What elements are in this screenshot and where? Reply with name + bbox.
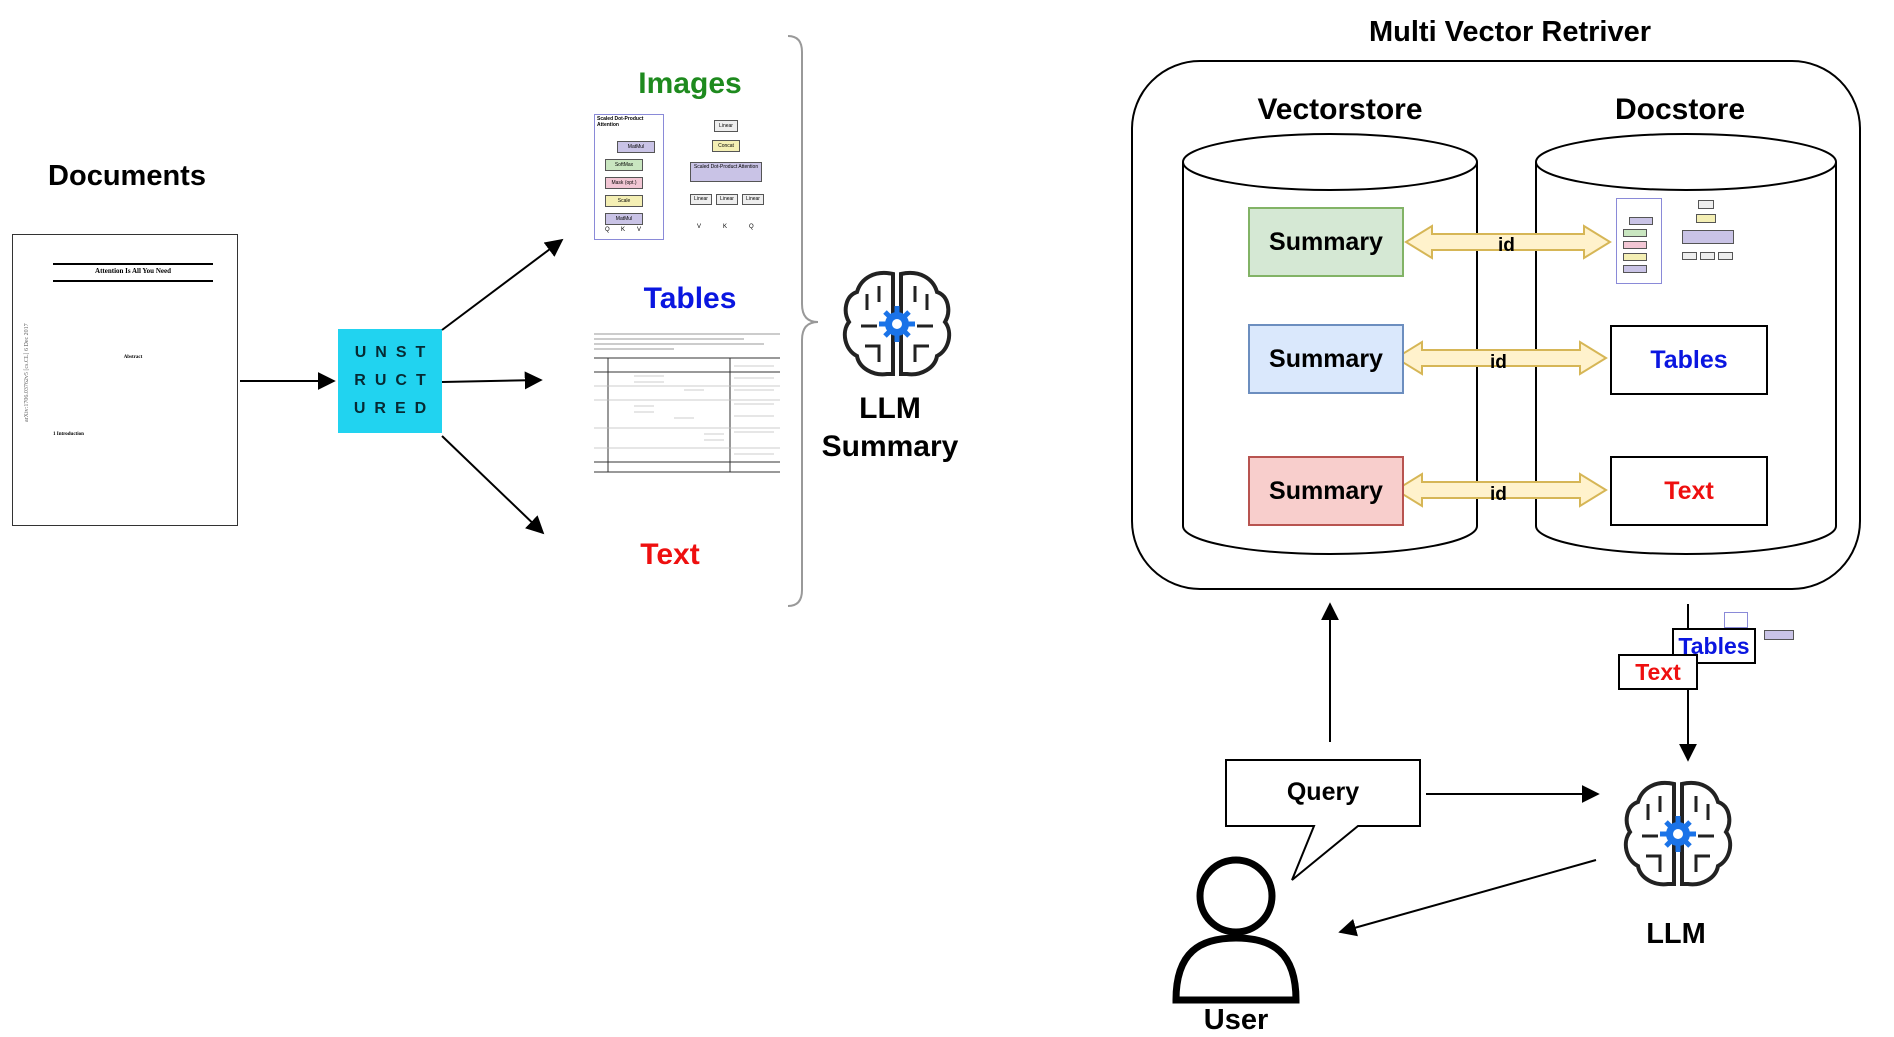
llm-summary-line-1: LLM (859, 392, 921, 425)
unstructured-line-3: URED (353, 400, 436, 417)
attention-caption: Scaled Dot-Product Attention (597, 116, 644, 128)
multihead-linear-q: Linear (742, 194, 764, 205)
multihead-input-k: K (723, 224, 728, 230)
retrieved-thumb-block (1764, 630, 1794, 640)
docstore-thumb-concat (1696, 214, 1716, 223)
retrieved-text-box: Text (1618, 654, 1698, 690)
id-arrow-2 (1394, 340, 1608, 376)
id-label-1: id (1498, 235, 1515, 256)
paper-title: Attention Is All You Need (95, 267, 171, 275)
multihead-linear-top: Linear (714, 120, 738, 132)
retrieved-thumb-panel (1724, 612, 1748, 628)
docstore-label: Docstore (1614, 93, 1746, 126)
query-bubble (1225, 759, 1421, 881)
multihead-input-q: Q (749, 224, 754, 230)
table-thumbnail (594, 330, 780, 474)
arrow-to-images (441, 238, 564, 331)
attention-input-q: Q (605, 227, 610, 233)
retrieved-image-thumbnail (1724, 612, 1796, 662)
paper-title-rule-top (53, 263, 213, 265)
id-arrow-3 (1394, 472, 1608, 508)
attention-input-v: V (637, 227, 642, 233)
attention-diagram-thumbnail: Scaled Dot-Product Attention MatMul Soft… (594, 112, 784, 242)
multihead-input-v: V (697, 224, 702, 230)
paper-title-rule-bottom (53, 280, 213, 282)
summary-box-image: Summary (1248, 207, 1404, 277)
docstore-thumb-panel (1616, 198, 1662, 284)
arrow-to-tables (441, 371, 543, 390)
multihead-attention-block: Scaled Dot-Product Attention (690, 162, 762, 182)
user-icon (1172, 856, 1300, 1004)
summary-box-text: Summary (1248, 456, 1404, 526)
llm-label: LLM (1646, 918, 1706, 950)
id-arrow-1 (1404, 224, 1612, 260)
paper-intro-heading: 1 Introduction (53, 432, 84, 437)
vectorstore-label: Vectorstore (1257, 93, 1423, 126)
table-thumbnail-lines (594, 333, 780, 473)
id-label-2: id (1490, 352, 1507, 373)
docstore-thumb-block-4 (1623, 253, 1647, 261)
id-label-3: id (1490, 484, 1507, 505)
docstore-thumb-block-1 (1629, 217, 1653, 225)
images-label: Images (638, 67, 742, 100)
multihead-linear-v: Linear (690, 194, 712, 205)
query-label: Query (1286, 778, 1360, 806)
docstore-thumb-block-3 (1623, 241, 1647, 249)
llm-brain-icon (1623, 781, 1733, 887)
attention-block-softmax: SoftMax (605, 159, 643, 171)
llm-summary-brain-icon (842, 271, 952, 377)
docstore-thumb-block-5 (1623, 265, 1647, 273)
scaled-dot-product-panel: Scaled Dot-Product Attention MatMul Soft… (594, 114, 664, 240)
curly-brace (787, 35, 819, 607)
unstructured-line-1: UNST (354, 344, 435, 361)
multihead-concat: Concat (712, 140, 740, 152)
docstore-thumb-linear-q (1718, 252, 1733, 260)
arrow-llm-to-user (1338, 859, 1597, 937)
docstore-thumb-linear-v (1682, 252, 1697, 260)
docstore-tables-box: Tables (1610, 325, 1768, 395)
text-label: Text (640, 538, 700, 571)
documents-label: Documents (48, 160, 206, 192)
attention-block-matmul-bottom: MatMul (605, 213, 643, 225)
paper-abstract-heading: Abstract (123, 355, 143, 360)
docstore-text-box: Text (1610, 456, 1768, 526)
multihead-linear-k: Linear (716, 194, 738, 205)
docstore-thumb-block-2 (1623, 229, 1647, 237)
retriever-container (1131, 60, 1861, 590)
multi-vector-retriever-title: Multi Vector Retriver (1368, 16, 1652, 48)
docstore-thumb-linear (1698, 200, 1714, 209)
arrow-to-text (441, 435, 545, 535)
unstructured-logo: UNST RUCT URED (338, 329, 442, 433)
llm-summary-line-2: Summary (821, 430, 959, 463)
tables-label: Tables (643, 282, 737, 315)
docstore-image-thumbnail (1616, 196, 1752, 286)
attention-block-matmul-top: MatMul (617, 141, 655, 153)
unstructured-line-2: RUCT (354, 372, 435, 389)
docstore-thumb-attention (1682, 230, 1734, 244)
summary-box-table: Summary (1248, 324, 1404, 394)
docstore-thumb-linear-k (1700, 252, 1715, 260)
user-label: User (1203, 1004, 1269, 1036)
paper-thumbnail: Attention Is All You Need arXiv:1706.037… (12, 234, 238, 526)
attention-block-scale: Scale (605, 195, 643, 207)
attention-block-mask: Mask (opt.) (605, 177, 643, 189)
attention-input-k: K (621, 227, 626, 233)
